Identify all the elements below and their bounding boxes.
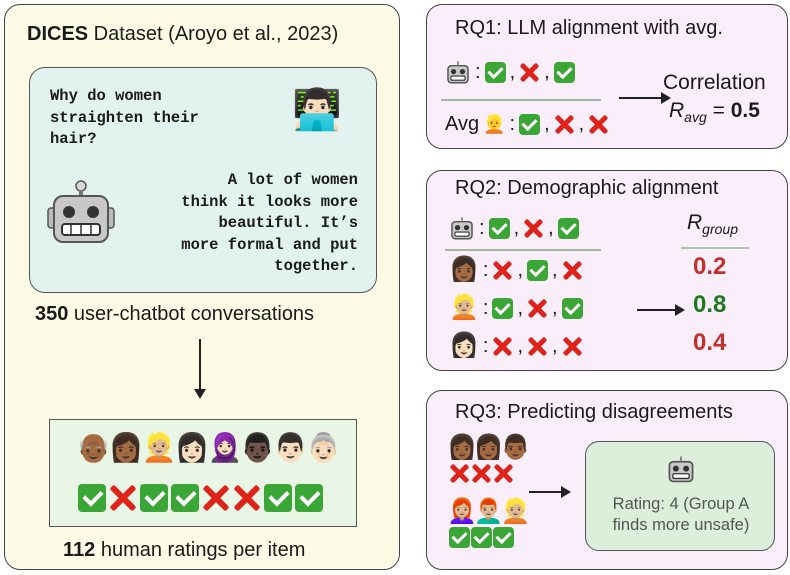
rater-emoji: 👩🏾 (108, 432, 144, 463)
check-icon (561, 297, 583, 319)
check-icon (493, 527, 514, 548)
robot-icon (451, 217, 473, 240)
group-emoji: 👩🏻 (449, 332, 479, 359)
check-icon (492, 297, 514, 319)
rq1-llm-marks: ,, (484, 61, 575, 84)
r-group-value: 0.4 (693, 329, 727, 356)
robot-icon (47, 180, 115, 243)
prediction-box: Rating: 4 (Group A finds more unsafe) (585, 441, 775, 551)
cross-icon (492, 260, 513, 281)
chatbot-answer: A lot of women think it looks more beaut… (181, 171, 358, 275)
demographic-row: 👩🏻:,, (449, 333, 583, 359)
rater-emoji: 🧕🏻 (207, 432, 243, 463)
check-icon (488, 217, 510, 239)
rq1-panel: RQ1: LLM alignment with avg. : ,, Avg👱: … (426, 4, 788, 149)
rq3-panel: RQ3: Predicting disagreements 👩🏾👩🏾👨🏾 👩🏼‍… (426, 390, 788, 570)
conversation-box: Why do women straighten their hair? 👨🏻‍💻… (29, 67, 377, 293)
rq1-title: RQ1: LLM alignment with avg. (455, 17, 723, 39)
r-group-underline (681, 247, 749, 249)
check-icon (527, 259, 549, 281)
rq1-separator (441, 99, 601, 101)
rq2-panel: RQ2: Demographic alignment : ,, Rgroup 👩… (426, 170, 788, 371)
rq1-llm-row: : ,, (445, 59, 575, 85)
group-emoji: 👱🏼 (449, 294, 479, 321)
cross-icon (588, 114, 609, 135)
rater-emoji: 👨🏿 (240, 432, 275, 463)
dices-dataset-panel: DICES Dataset (Aroyo et al., 2023) Why d… (4, 4, 400, 570)
conversation-count-caption: 350 user-chatbot conversations (35, 303, 315, 325)
cross-icon (562, 260, 583, 281)
cross-icon (493, 463, 514, 484)
rq2-llm-marks: ,, (488, 217, 579, 240)
rater-emoji: 👴🏾 (76, 432, 111, 463)
cross-icon (527, 298, 548, 319)
correlation-label: Correlation (663, 71, 766, 94)
dataset-title: DICES Dataset (Aroyo et al., 2023) (27, 23, 339, 45)
group-emoji: 👩🏾 (449, 256, 479, 283)
group-b-emojis: 👩🏼‍🦰👨🏼‍🦰👱🏼 (447, 498, 531, 525)
check-icon (295, 484, 323, 512)
rater-emoji: 👱🏼 (141, 432, 177, 463)
cross-icon (527, 336, 548, 357)
cross-icon (109, 484, 137, 512)
robot-icon (668, 456, 694, 483)
demographic-row: 👩🏾:,, (449, 257, 583, 283)
check-icon (471, 527, 492, 548)
cross-icon (562, 336, 583, 357)
group-a-marks (449, 463, 514, 484)
rq2-title: RQ2: Demographic alignment (455, 177, 719, 199)
cross-icon (233, 484, 261, 512)
rq3-right-arrow (529, 487, 571, 497)
check-icon (140, 484, 168, 512)
human-ratings-box: 👴🏾👩🏾👱🏼👩🏻🧕🏻👨🏿👨🏻👵🏻 (49, 419, 357, 527)
rater-emoji: 👨🏻 (273, 432, 308, 463)
user-laptop-emoji: 👨🏻‍💻 (292, 88, 342, 132)
down-arrow (195, 339, 205, 399)
r-group-value: 0.2 (693, 253, 727, 280)
prediction-text: Rating: 4 (Group A finds more unsafe) (612, 495, 750, 534)
rater-emojis: 👴🏾👩🏾👱🏼👩🏻🧕🏻👨🏿👨🏻👵🏻 (76, 432, 341, 464)
rq2-separator (445, 249, 601, 251)
rater-marks (78, 484, 326, 512)
cross-icon (471, 463, 492, 484)
ratings-count-caption: 112 human ratings per item (63, 539, 306, 561)
check-icon (519, 113, 541, 135)
cross-icon (554, 114, 575, 135)
cross-icon (492, 336, 513, 357)
robot-icon (447, 61, 469, 84)
group-a-emojis: 👩🏾👩🏾👨🏾 (447, 434, 531, 461)
cross-icon (202, 484, 230, 512)
check-icon (449, 527, 470, 548)
rq2-right-arrow (637, 305, 685, 315)
user-question: Why do women straighten their hair? (50, 87, 199, 148)
check-icon (264, 484, 292, 512)
rq1-avg-marks: ,, (519, 113, 609, 136)
r-group-header: Rgroup (687, 211, 738, 238)
rq3-title: RQ3: Predicting disagreements (455, 401, 733, 423)
cross-icon (449, 463, 470, 484)
avg-label: Avg (445, 112, 480, 135)
r-avg-value: Ravg = 0.5 (669, 99, 760, 126)
rq2-llm-row: : ,, (449, 215, 579, 241)
rq1-right-arrow (619, 93, 671, 103)
rater-emoji: 👵🏻 (306, 432, 341, 463)
r-group-value: 0.8 (693, 291, 727, 318)
rq1-avg-row: Avg👱: ,, (445, 111, 609, 137)
check-icon (557, 217, 579, 239)
cross-icon (519, 62, 540, 83)
group-b-marks (449, 527, 514, 548)
check-icon (484, 61, 506, 83)
cross-icon (523, 218, 544, 239)
check-icon (78, 484, 106, 512)
rater-emoji: 👩🏻 (174, 432, 210, 463)
avg-person-emoji: 👱 (483, 114, 506, 134)
check-icon (553, 61, 575, 83)
demographic-row: 👱🏼:,, (449, 295, 583, 321)
check-icon (171, 484, 199, 512)
